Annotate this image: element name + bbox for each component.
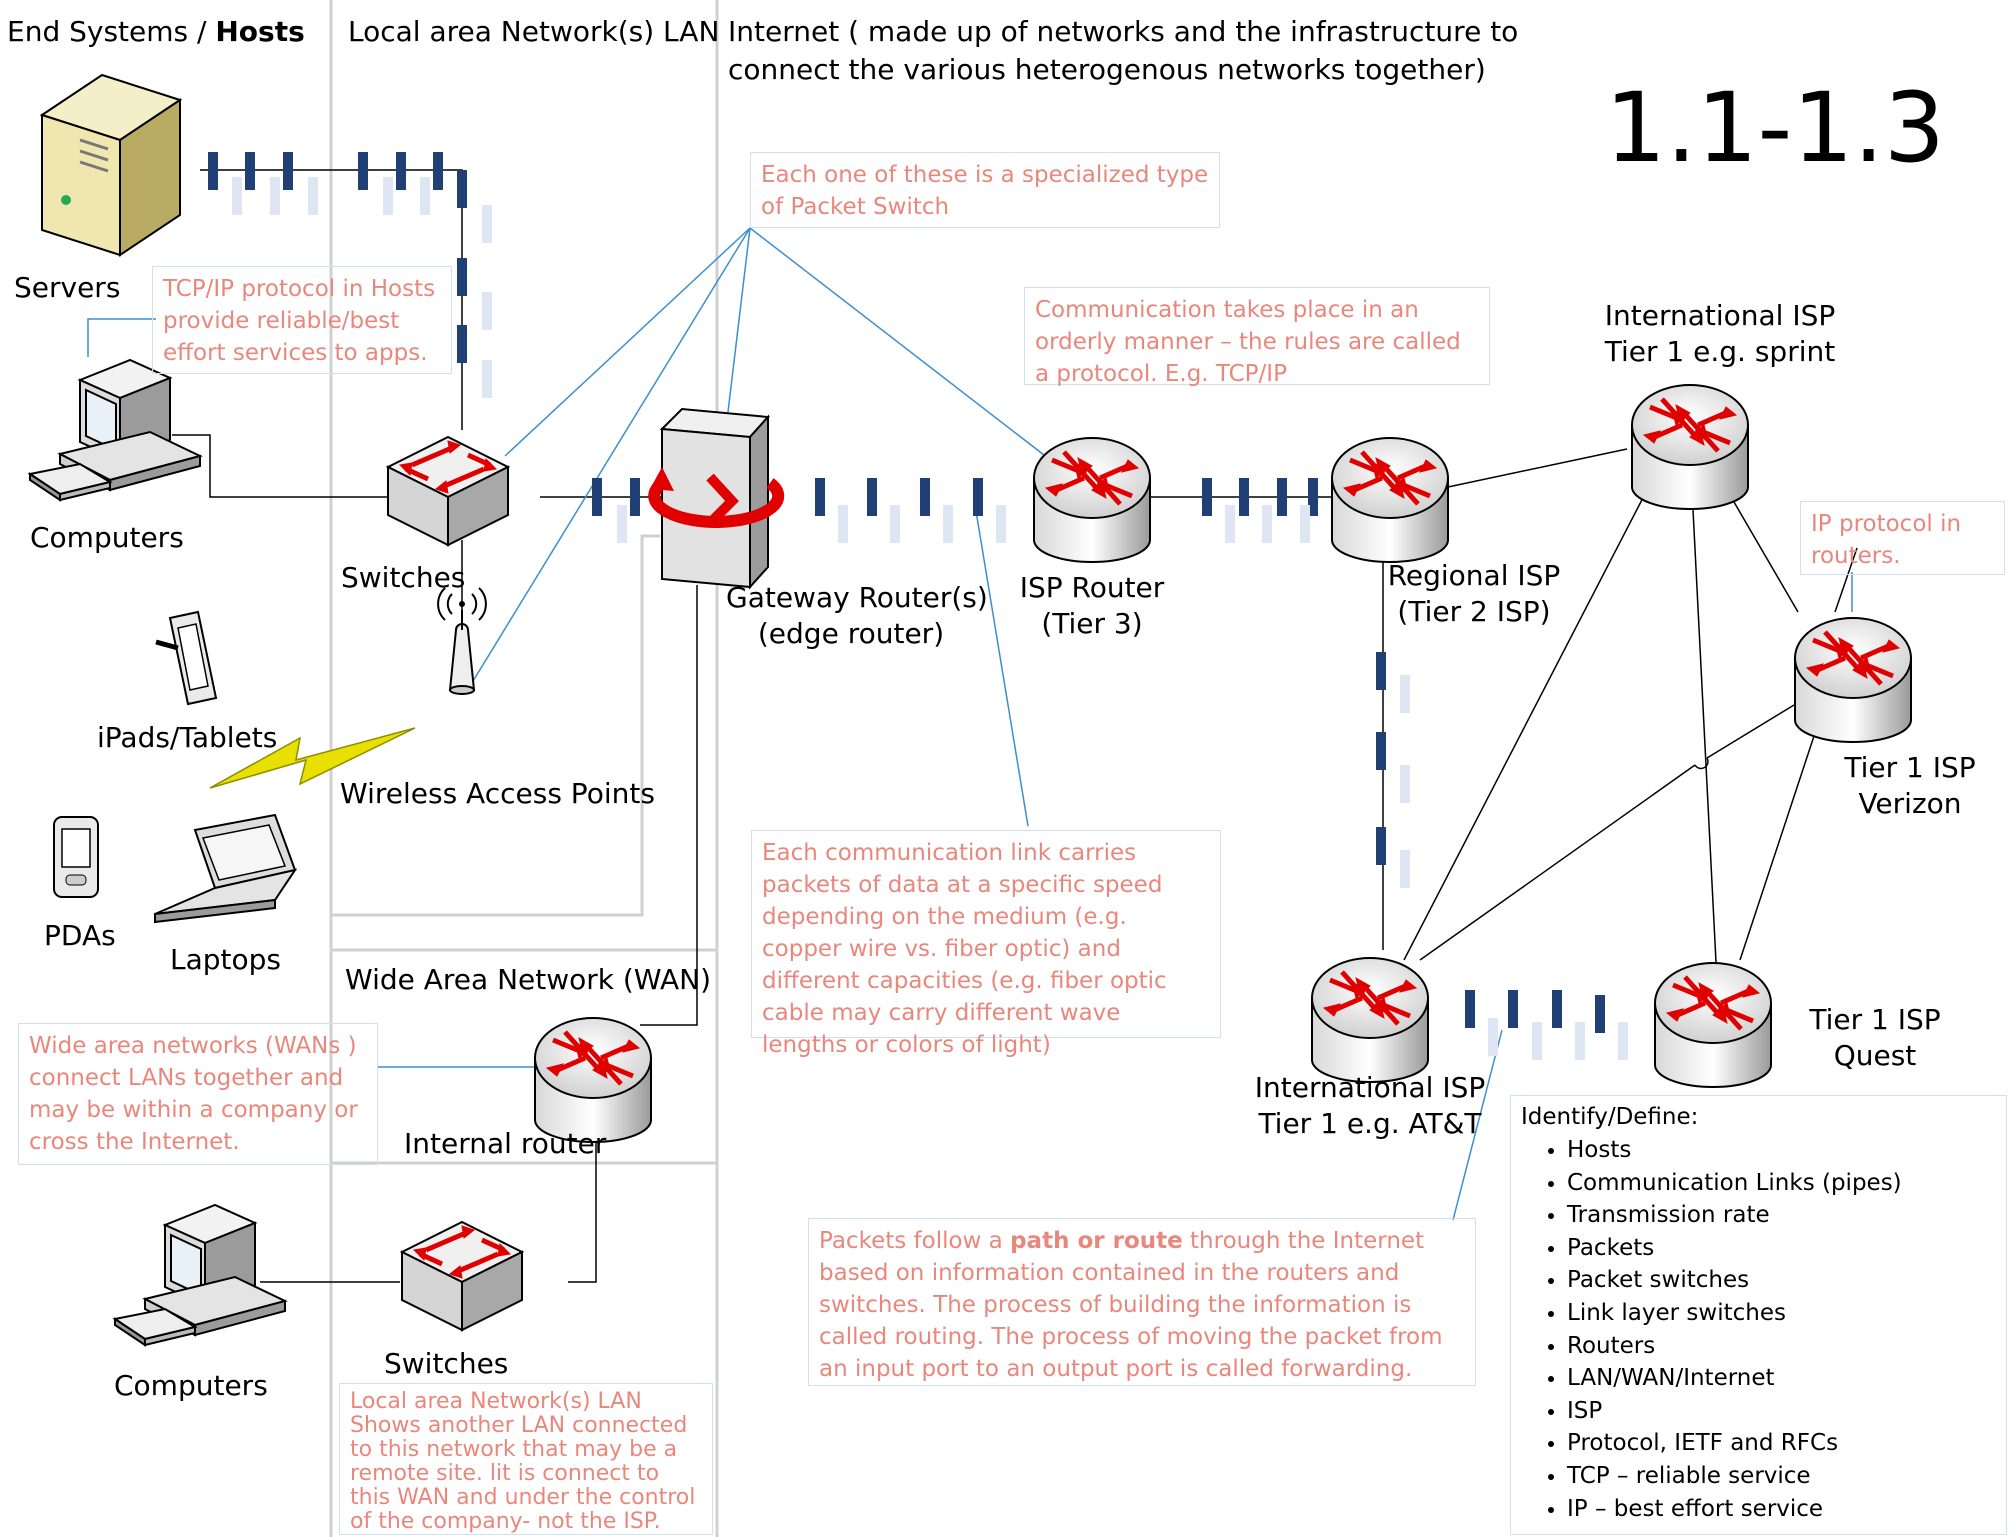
- gateway-router-icon: [648, 407, 785, 590]
- path-route-note: Packets follow a path or route through t…: [808, 1218, 1476, 1386]
- switch-icon-top: [388, 437, 508, 545]
- quest-label: Tier 1 ISP Quest: [1800, 1002, 1950, 1075]
- list-item: LAN/WAN/Internet: [1567, 1362, 1996, 1395]
- pdas-label: PDAs: [44, 919, 116, 952]
- section-dividers: [329, 0, 719, 1537]
- identify-list: Hosts Communication Links (pipes) Transm…: [1521, 1134, 1996, 1525]
- tcpip-hosts-note: TCP/IP protocol in Hosts provide reliabl…: [152, 266, 452, 374]
- sprint-label-line2: Tier 1 e.g. sprint: [1604, 335, 1836, 369]
- sprint-label: International ISP Tier 1 e.g. sprint: [1600, 298, 1840, 371]
- internal-router-label: Internal router: [404, 1127, 607, 1160]
- quest-router-icon: [1655, 963, 1771, 1087]
- att-label: International ISP Tier 1 e.g. AT&T: [1250, 1070, 1490, 1143]
- laptops-label: Laptops: [170, 943, 282, 976]
- path-route-note-bold: path or route: [1010, 1228, 1183, 1254]
- link-regional-att: [1376, 652, 1386, 865]
- pda-icon: [53, 816, 99, 898]
- end-systems-header-bold: Hosts: [215, 15, 305, 48]
- remote-lan-note: Local area Network(s) LAN Shows another …: [339, 1383, 713, 1535]
- link-servers-light: [232, 177, 492, 398]
- list-item: TCP – reliable service: [1567, 1460, 1996, 1493]
- switches-top-label: Switches: [341, 561, 466, 594]
- isp-router-icon: [1034, 438, 1150, 562]
- communication-link-note: Each communication link carries packets …: [751, 830, 1221, 1058]
- sprint-label-line1: International ISP: [1604, 299, 1836, 332]
- switches-bottom-label: Switches: [384, 1347, 509, 1380]
- att-label-line2: Tier 1 e.g. AT&T: [1258, 1107, 1482, 1141]
- regional-isp-router-icon: [1332, 438, 1448, 562]
- wan-note: Wide area networks (WANs ) connect LANs …: [18, 1023, 378, 1165]
- regional-isp-label-line1: Regional ISP: [1387, 559, 1561, 592]
- lightning-icon: [209, 727, 416, 789]
- list-item: Link layer switches: [1567, 1297, 1996, 1330]
- list-item: Routers: [1567, 1330, 1996, 1363]
- end-systems-header: End Systems / Hosts: [7, 14, 305, 50]
- path-route-note-text-end: through the Internet based on informatio…: [819, 1228, 1443, 1382]
- regional-isp-label-line2: (Tier 2 ISP): [1397, 595, 1551, 629]
- quest-label-line2: Quest: [1833, 1039, 1917, 1073]
- link-servers: [208, 152, 467, 363]
- list-item: IP – best effort service: [1567, 1493, 1996, 1526]
- computers-top-label: Computers: [30, 521, 184, 554]
- switch-icon-bottom: [402, 1222, 522, 1330]
- internet-header-line2: connect the various heterogenous network…: [728, 53, 1486, 86]
- end-systems-header-text: End Systems /: [7, 15, 216, 48]
- list-item: Packet switches: [1567, 1264, 1996, 1297]
- list-item: ISP: [1567, 1395, 1996, 1428]
- computer-icon-top: [29, 359, 201, 501]
- list-item: Communication Links (pipes): [1567, 1167, 1996, 1200]
- verizon-router-icon: [1795, 618, 1911, 742]
- wireless-label: Wireless Access Points: [340, 777, 655, 810]
- lan-header: Local area Network(s) LAN: [348, 15, 720, 48]
- isp-router-label-line2: (Tier 3): [1041, 607, 1143, 641]
- regional-isp-label: Regional ISP (Tier 2 ISP): [1385, 558, 1563, 631]
- identify-define-box: Identify/Define: Hosts Communication Lin…: [1510, 1095, 2007, 1535]
- tablet-icon: [155, 610, 218, 706]
- link-att-quest: [1465, 990, 1605, 1033]
- att-router-icon: [1312, 958, 1428, 1082]
- computers-bottom-label: Computers: [114, 1369, 268, 1402]
- gateway-label-line2: (edge router): [757, 617, 945, 651]
- tablets-label: iPads/Tablets: [97, 721, 278, 754]
- wireless-access-point-icon: [437, 587, 487, 695]
- verizon-label: Tier 1 ISP Verizon: [1835, 750, 1985, 823]
- quest-label-line1: Tier 1 ISP: [1809, 1003, 1941, 1036]
- internet-header-line1: Internet ( made up of networks and the i…: [728, 15, 1519, 48]
- server-icon: [39, 73, 183, 257]
- link-att-quest-light: [1488, 1018, 1628, 1060]
- link-gateway-light: [617, 505, 1310, 543]
- list-item: Protocol, IETF and RFCs: [1567, 1427, 1996, 1460]
- path-route-note-text: Packets follow a: [819, 1228, 1011, 1254]
- gateway-label-line1: Gateway Router(s): [726, 581, 988, 614]
- packet-switch-note: Each one of these is a specialized type …: [750, 152, 1220, 228]
- callout-lines: [87, 227, 1853, 1221]
- identify-title: Identify/Define:: [1521, 1104, 1699, 1130]
- servers-label: Servers: [14, 271, 121, 304]
- laptop-icon: [154, 813, 298, 924]
- computer-icon-bottom: [114, 1204, 286, 1346]
- gateway-label: Gateway Router(s) (edge router): [726, 580, 988, 653]
- link-gateway: [592, 478, 1318, 516]
- internal-router-icon: [535, 1018, 651, 1142]
- ip-protocol-note: IP protocol in routers.: [1800, 501, 2005, 575]
- isp-router-label-line1: ISP Router: [1019, 571, 1165, 604]
- list-item: Packets: [1567, 1232, 1996, 1265]
- isp-router-label: ISP Router (Tier 3): [1002, 570, 1182, 643]
- sprint-router-icon: [1632, 385, 1748, 509]
- link-regional-att-light: [1400, 675, 1410, 888]
- page-title: 1.1-1.3: [1605, 72, 1945, 184]
- list-item: Transmission rate: [1567, 1199, 1996, 1232]
- verizon-label-line1: Tier 1 ISP: [1844, 751, 1976, 784]
- verizon-label-line2: Verizon: [1858, 787, 1962, 821]
- att-label-line1: International ISP: [1254, 1071, 1486, 1104]
- wan-header: Wide Area Network (WAN): [345, 963, 711, 996]
- list-item: Hosts: [1567, 1134, 1996, 1167]
- protocol-note: Communication takes place in an orderly …: [1024, 287, 1490, 387]
